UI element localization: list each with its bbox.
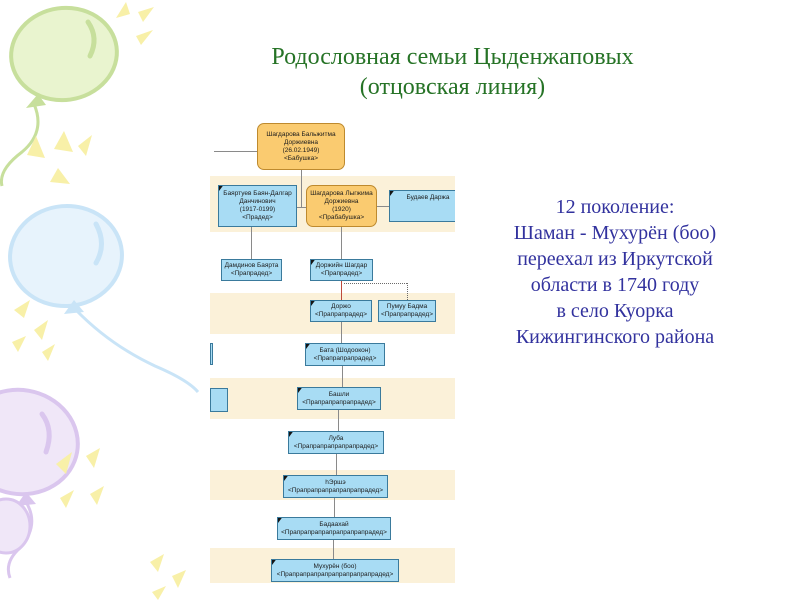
node-relation-label: <Прапрапрапрапрапрапрадед> (287, 486, 384, 494)
generation-note-line: в село Куорка (556, 300, 674, 322)
node-name-line: Доржиевна (284, 138, 318, 146)
node-name-line: Доржийн Шагдар (315, 262, 368, 269)
tree-node-dorzho: Доржо<Прапрапрадед> (310, 300, 372, 322)
node-name-line: Башли (328, 390, 350, 398)
node-name-line: Шагдарова Бальжитма (266, 130, 336, 138)
pen-icon (219, 186, 227, 192)
connector-line (334, 498, 335, 517)
connector-line (336, 454, 337, 475)
confetti-cluster (150, 554, 186, 600)
tree-node-budaev-darzha: Будаев Даржа (389, 190, 455, 222)
connector-line (338, 410, 339, 431)
tree-node-clipped (210, 343, 213, 365)
node-name-line: (1917-0199) (239, 206, 276, 213)
node-name-line: Бадаахай (319, 520, 349, 528)
connector-line (297, 207, 306, 208)
node-relation-label: <Прапрапрапрадед> (313, 354, 377, 362)
node-name-line: (26.02.1949) (282, 146, 320, 154)
pen-icon (390, 191, 398, 197)
blue-balloon (8, 203, 200, 394)
node-relation-label: <Прапрадед> (320, 270, 363, 277)
tree-node-luba: Луба<Прапрапрапрапрапрадед> (288, 431, 384, 454)
purple-balloon (0, 387, 80, 579)
node-name-line: Шагдарова Лыгжима (310, 190, 373, 197)
confetti-cluster (116, 2, 154, 45)
pen-icon (284, 476, 292, 482)
connector-line-dotted (344, 283, 407, 284)
tree-node-hershe: hЭршэ<Прапрапрапрапрапрапрадед> (283, 475, 388, 498)
pen-icon (311, 301, 319, 307)
tree-node-dorzhiin-shagdar: Доржийн Шагдар<Прапрадед> (310, 259, 373, 281)
connector-line-dotted (407, 283, 408, 300)
node-relation-label: <Бабушка> (283, 154, 319, 162)
node-name-line: hЭршэ (325, 478, 346, 486)
pen-icon (289, 432, 297, 438)
node-relation-label: <Прапрапрапрапрапрапрапрапрадед> (276, 570, 394, 578)
generation-note-line: переехал из Иркутской (517, 248, 713, 270)
node-name-line: Пумуу Бадма (386, 303, 428, 310)
connector-line (377, 206, 389, 207)
node-relation-label: <Прабабушка> (318, 214, 365, 221)
generation-note-line: Шаман - Мухурён (боо) (513, 222, 717, 244)
confetti-cluster (56, 448, 104, 508)
pen-icon (311, 260, 319, 266)
node-name-line: (1920) (332, 206, 351, 213)
node-name-line: Бата (Шодоокон) (319, 346, 371, 354)
generation-note-line: Кижингинского района (515, 326, 715, 348)
connector-line (251, 227, 252, 259)
confetti-cluster (12, 300, 55, 361)
slide-title: Родословная семьи Цыденжаповых (отцовска… (180, 42, 725, 102)
connector-line (341, 322, 342, 343)
node-name-line: Баяртуев Баян-Далгар (223, 190, 292, 197)
tree-node-bashli: Башли<Прапрапрапрапрадед> (297, 387, 381, 410)
node-name-line: Мухурён (боо) (313, 562, 357, 570)
connector-line (342, 366, 343, 387)
generation-note: 12 поколение: Шаман - Мухурён (боо) переех… (478, 194, 752, 350)
tree-node-muhuren-boo: Мухурён (боо)<Прапрапрапрапрапрапрапрапр… (271, 559, 399, 582)
tree-node-bata: Бата (Шодоокон)<Прапрапрапрадед> (305, 343, 385, 366)
pen-icon (278, 518, 286, 524)
connector-line (301, 170, 302, 207)
green-balloon (0, 5, 119, 187)
connector-line (214, 151, 257, 152)
node-name-line: Луба (328, 434, 344, 442)
generation-note-line: области в 1740 году (530, 274, 700, 296)
confetti-cluster (27, 131, 92, 184)
connector-line (333, 540, 334, 559)
pen-icon (298, 388, 306, 394)
tree-node-badaahai: Бадаахай<Прапрапрапрапрапрапрапрадед> (277, 517, 391, 540)
connector-line (341, 281, 342, 300)
node-relation-label: <Прапрапрапрапрапрапрапрадед> (281, 528, 387, 536)
pen-icon (306, 344, 314, 350)
slide-title-line1: Родословная семьи Цыденжаповых (271, 44, 634, 70)
node-name-line: Дамдинов Баярта (224, 262, 279, 269)
node-relation-label: <Прадед> (242, 214, 273, 221)
node-relation-label: <Прапрапрадед> (380, 311, 434, 318)
node-relation-label: <Прапрапрапрапрапрадед> (293, 442, 379, 450)
connector-line (341, 227, 342, 259)
slide-title-line2: (отцовская линия) (359, 74, 546, 100)
node-relation-label: <Прапрапрапрапрадед> (302, 398, 376, 406)
node-name-line: Данчинович (239, 198, 276, 205)
tree-node-pumuu-badma: Пумуу Бадма<Прапрапрадед> (378, 300, 436, 322)
node-name-line: Доржиевна (324, 198, 359, 205)
tree-node-clipped (210, 388, 228, 412)
node-relation-label: <Прапрапрадед> (314, 311, 368, 318)
pen-icon (272, 560, 280, 566)
node-name-line: Будаев Даржа (406, 194, 450, 201)
node-name-line: Доржо (331, 303, 351, 310)
tree-node-damdinov-bayarta: Дамдинов Баярта<Прапрадед> (221, 259, 282, 281)
generation-note-line: 12 поколение: (555, 196, 675, 218)
node-relation-label: <Прапрадед> (230, 270, 273, 277)
